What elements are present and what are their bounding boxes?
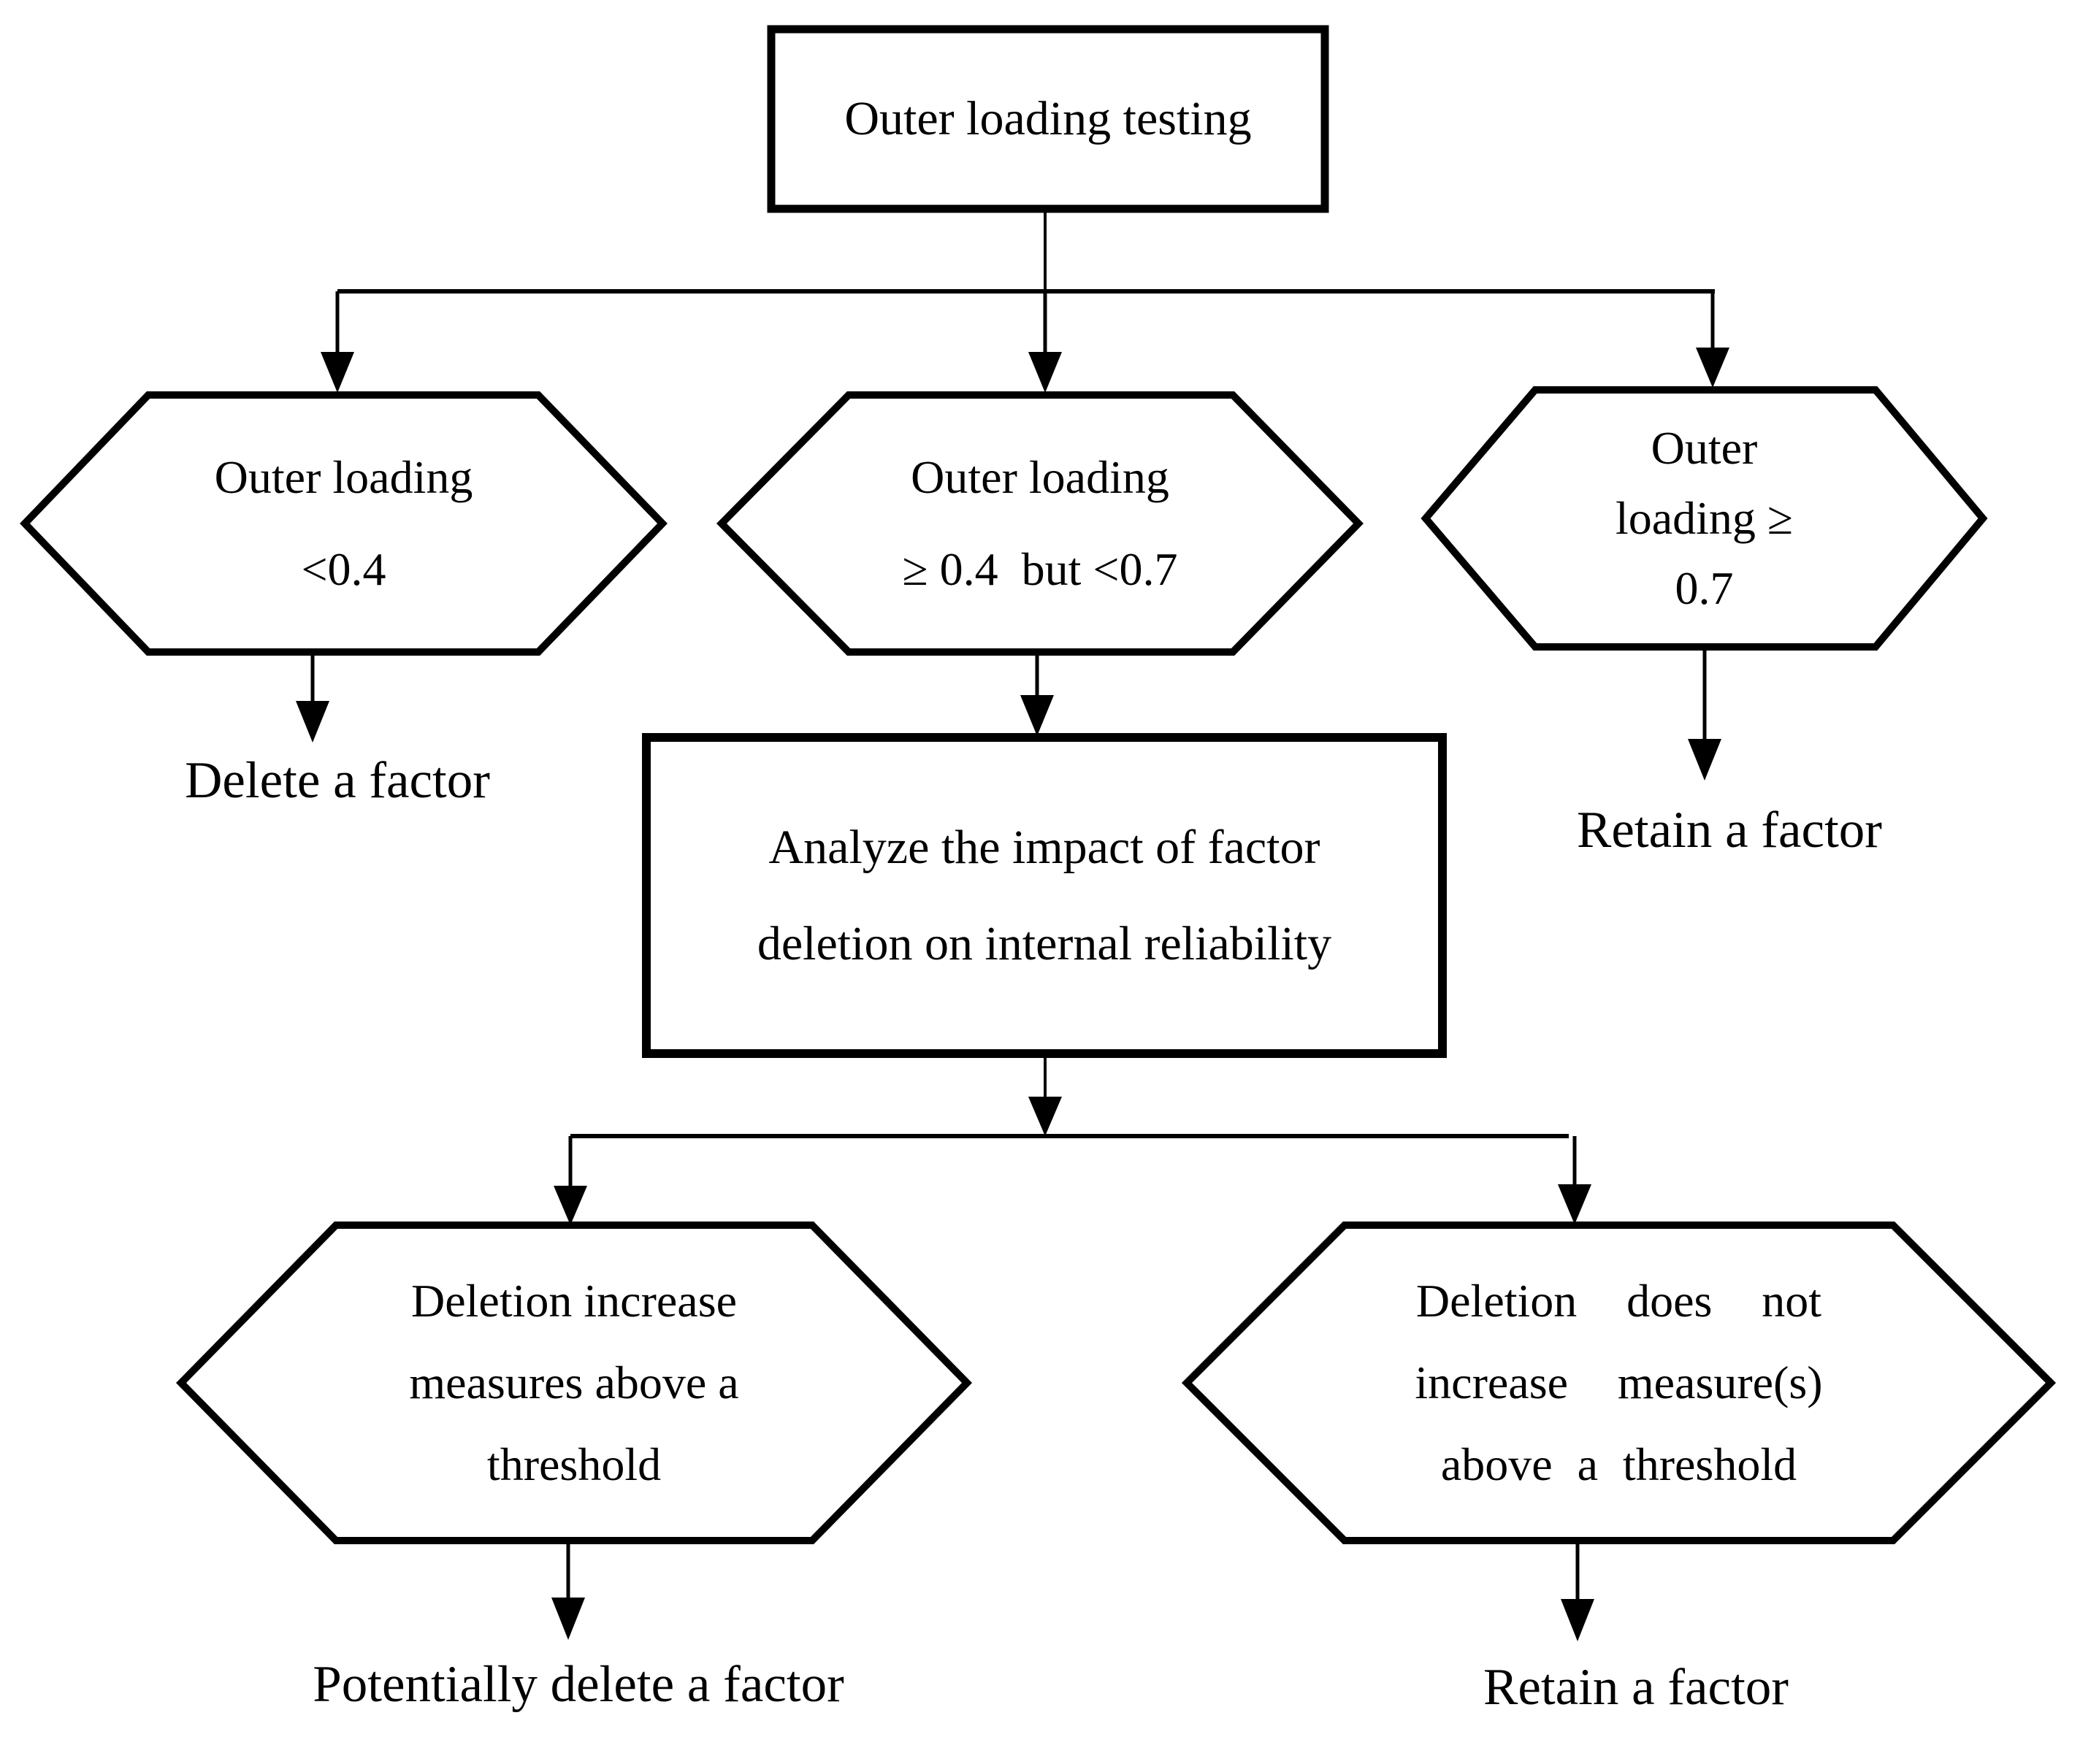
hexagon-deletion-increase	[175, 1222, 973, 1544]
hexagon-not-increase-line-2: increase measure(s)	[1415, 1357, 1823, 1408]
hexagon-outer-loading-high	[1421, 386, 1988, 651]
hexagon-high-line-2: loading ≥	[1615, 492, 1794, 544]
hexagon-low-line-1: Outer loading	[214, 451, 473, 503]
hexagon-deletion-not-increase-text: Deletion does not increase measure(s) ab…	[1187, 1225, 2051, 1541]
hexagon-mid-line-1: Outer loading	[911, 451, 1169, 503]
hexagon-outer-loading-high-text: Outer loading ≥ 0.7	[1426, 390, 1983, 647]
hexagon-deletion-not-increase	[1181, 1222, 2057, 1544]
hexagon-outer-loading-low	[20, 391, 668, 656]
hexagon-mid-line-2: ≥ 0.4 but <0.7	[902, 543, 1178, 595]
arrowhead-retain-bottom	[1561, 1599, 1594, 1641]
start-box	[767, 25, 1329, 213]
arrowhead-analyze-out	[1028, 1097, 1062, 1136]
analyze-line-1: Analyze the impact of factor	[768, 820, 1320, 874]
hexagon-increase-line-2: measures above a	[409, 1357, 739, 1408]
hexagon-high-line-1: Outer	[1651, 422, 1758, 474]
hexagon-not-increase-line-3: above a threshold	[1440, 1438, 1797, 1490]
hexagon-low-line-2: <0.4	[301, 543, 386, 595]
arrowhead-drop-mid	[1028, 352, 1062, 393]
outcome-potentially-delete-a-factor: Potentially delete a factor	[313, 1656, 844, 1713]
hexagon-not-increase-line-1: Deletion does not	[1415, 1275, 1822, 1327]
arrowhead-drop-high	[1696, 348, 1729, 388]
arrowhead-drop-not-increase	[1558, 1184, 1591, 1224]
hexagon-outer-loading-mid-text: Outer loading ≥ 0.4 but <0.7	[722, 395, 1358, 652]
arrowhead-drop-increase	[554, 1186, 587, 1225]
start-box-label: Outer loading testing	[844, 92, 1252, 145]
hexagon-outer-loading-low-text: Outer loading <0.4	[25, 395, 662, 652]
analyze-box-text: Analyze the impact of factor deletion on…	[646, 737, 1442, 1054]
hexagon-increase-line-1: Deletion increase	[411, 1275, 737, 1327]
analyze-line-2: deletion on internal reliability	[757, 916, 1332, 970]
outcome-retain-a-factor-bottom: Retain a factor	[1483, 1659, 1789, 1716]
arrowhead-delete	[296, 701, 329, 743]
hexagon-increase-line-3: threshold	[486, 1438, 662, 1490]
hexagon-outer-loading-mid	[716, 391, 1364, 656]
analyze-box	[642, 733, 1447, 1058]
arrowhead-drop-low	[321, 352, 354, 393]
hexagon-deletion-increase-text: Deletion increase measures above a thres…	[181, 1225, 967, 1541]
outcome-delete-a-factor: Delete a factor	[185, 752, 490, 809]
arrowhead-analyze	[1020, 695, 1054, 736]
hexagon-high-line-3: 0.7	[1675, 562, 1734, 614]
arrowhead-potential-delete	[551, 1598, 585, 1640]
outcome-retain-a-factor-top: Retain a factor	[1577, 802, 1882, 859]
start-box-label-container: Outer loading testing	[771, 29, 1325, 209]
arrowhead-retain-high	[1688, 739, 1721, 781]
